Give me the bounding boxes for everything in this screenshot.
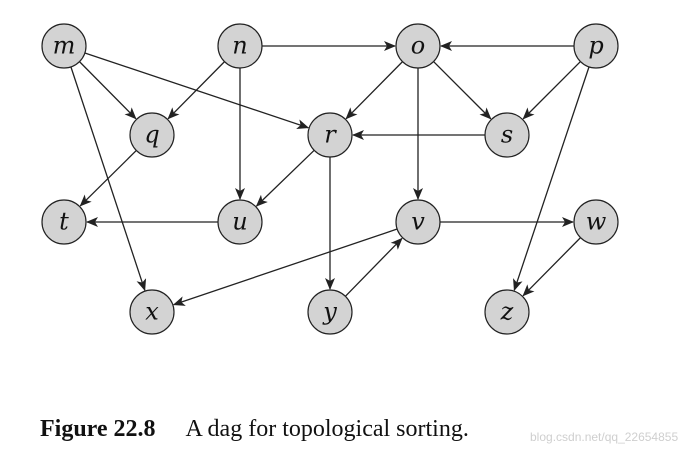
node-v: v [395, 199, 441, 245]
caption-text: A dag for topological sorting. [185, 416, 469, 442]
edges-layer [70, 41, 590, 306]
node-label-r: r [324, 121, 337, 149]
node-label-y: y [322, 298, 337, 326]
node-circle-p [573, 23, 619, 69]
dag-diagram: m n o p q r s t u v w x y z [41, 23, 619, 335]
node-label-w: w [586, 208, 607, 236]
edge-q-t [79, 150, 137, 207]
node-w: w [573, 199, 619, 245]
node-o: o [395, 23, 441, 69]
node-t: t [41, 199, 87, 245]
node-m: m [41, 23, 87, 69]
node-label-v: v [411, 208, 425, 236]
node-n: n [217, 23, 263, 69]
node-z: z [484, 289, 530, 335]
edge-o-r [345, 61, 403, 120]
watermark: blog.csdn.net/qq_22654855 [530, 430, 678, 444]
node-label-p: p [588, 32, 603, 60]
node-x: x [129, 289, 175, 335]
edge-y-v [344, 237, 403, 297]
node-label-u: u [232, 208, 247, 236]
edge-p-z [513, 66, 590, 292]
node-s: s [484, 112, 530, 158]
node-y: y [307, 289, 353, 335]
node-label-s: s [501, 121, 513, 149]
node-circle-y [307, 289, 353, 335]
node-u: u [217, 199, 263, 245]
node-label-m: m [53, 32, 76, 60]
edge-w-z [522, 237, 581, 297]
node-r: r [307, 112, 353, 158]
node-circle-v [395, 199, 441, 245]
node-label-o: o [411, 32, 425, 60]
node-circle-x [129, 289, 175, 335]
node-circle-u [217, 199, 263, 245]
edge-v-x [172, 228, 398, 306]
node-circle-n [217, 23, 263, 69]
node-circle-r [307, 112, 353, 158]
node-circle-s [484, 112, 530, 158]
edge-n-q [167, 61, 225, 120]
node-label-t: t [59, 208, 69, 236]
edge-o-s [433, 61, 492, 120]
node-label-q: q [144, 121, 159, 149]
node-q: q [129, 112, 175, 158]
edge-p-s [522, 61, 581, 120]
node-label-n: n [232, 32, 247, 60]
node-circle-z [484, 289, 530, 335]
node-circle-q [129, 112, 175, 158]
node-label-x: x [145, 298, 159, 326]
node-circle-w [573, 199, 619, 245]
node-circle-m [41, 23, 87, 69]
edge-r-u [255, 149, 315, 207]
figure-caption: Figure 22.8 A dag for topological sorting… [40, 416, 469, 443]
node-label-z: z [500, 298, 514, 326]
node-circle-t [41, 199, 87, 245]
node-circle-o [395, 23, 441, 69]
node-p: p [573, 23, 619, 69]
edge-m-q [79, 61, 137, 120]
nodes-layer: m n o p q r s t u v w x y z [41, 23, 619, 335]
figure-number: Figure 22.8 [40, 416, 156, 442]
